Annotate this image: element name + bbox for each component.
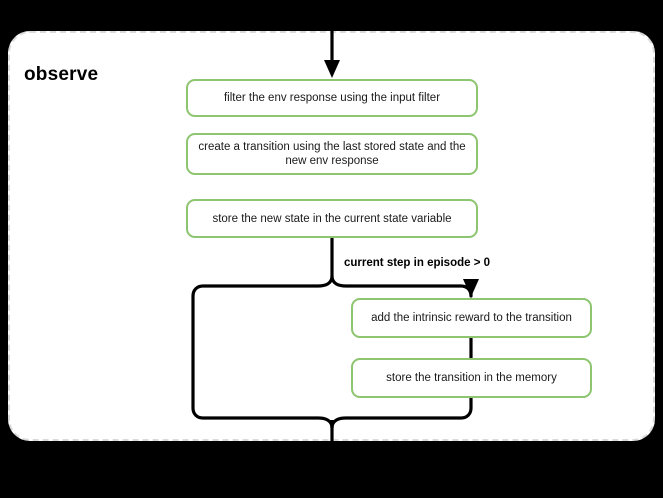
node-add-intrinsic-reward[interactable]: add the intrinsic reward to the transiti… bbox=[351, 298, 592, 338]
subgraph-title: observe bbox=[24, 64, 99, 85]
node-store-new-state[interactable]: store the new state in the current state… bbox=[186, 199, 478, 238]
edge-condition-label: current step in episode > 0 bbox=[344, 257, 491, 269]
node-create-transition[interactable]: create a transition using the last store… bbox=[186, 133, 478, 175]
node-store-transition-memory[interactable]: store the transition in the memory bbox=[351, 358, 592, 398]
node-filter-env-response[interactable]: filter the env response using the input … bbox=[186, 79, 478, 117]
